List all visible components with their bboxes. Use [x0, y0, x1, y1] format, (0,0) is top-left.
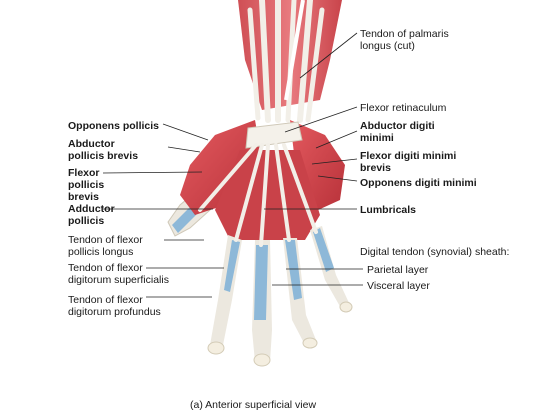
label-digital-tendon-sheath: Digital tendon (synovial) sheath:: [360, 246, 509, 258]
label-line: brevis: [360, 162, 391, 174]
label-line: Visceral layer: [367, 280, 430, 292]
label-flexor-retinaculum: Flexor retinaculum: [360, 102, 446, 114]
label-flexor-pollicis-brevis: Flexor pollicis brevis: [68, 167, 104, 203]
palm-tendons: [198, 143, 318, 247]
label-adductor-pollicis: Adductor pollicis: [68, 203, 115, 227]
leader-lines: [102, 32, 363, 298]
label-opponens-digiti-minimi: Opponens digiti minimi: [360, 177, 477, 189]
label-line: minimi: [360, 132, 394, 144]
label-line: Lumbricals: [360, 204, 417, 216]
label-line: pollicis longus: [68, 246, 134, 258]
label-abductor-digiti-minimi: Abductor digiti minimi: [360, 120, 435, 144]
palmaris-longus-tendon-cut: [284, 0, 305, 101]
label-visceral-layer: Visceral layer: [367, 280, 430, 292]
label-lumbricals: Lumbricals: [360, 204, 416, 216]
label-line: Tendon of palmaris: [360, 28, 449, 40]
finger-joints: [207, 301, 353, 367]
label-opponens-pollicis: Opponens pollicis: [68, 120, 159, 132]
label-line: longus (cut): [360, 40, 415, 52]
label-line: Adductor: [68, 203, 115, 215]
flexor-retinaculum-band: [245, 121, 303, 149]
label-line: Digital tendon (synovial) sheath:: [360, 246, 510, 258]
label-line: Flexor digiti minimi: [360, 150, 457, 162]
label-tendon-palmaris-longus: Tendon of palmaris longus (cut): [360, 28, 449, 52]
label-line: digitorum superficialis: [68, 274, 169, 286]
hypothenar-muscles: [290, 120, 345, 210]
label-parietal-layer: Parietal layer: [367, 264, 428, 276]
label-line: Abductor: [68, 138, 115, 150]
label-line: Parietal layer: [367, 264, 429, 276]
label-flexor-digiti-minimi-brevis: Flexor digiti minimi brevis: [360, 150, 456, 174]
label-line: pollicis: [68, 179, 105, 191]
label-line: Flexor retinaculum: [360, 102, 447, 114]
label-tendon-flexor-digitorum-profundus: Tendon of flexor digitorum profundus: [68, 294, 161, 318]
label-tendon-flexor-digitorum-superficialis: Tendon of flexor digitorum superficialis: [68, 262, 169, 286]
figure-caption: (a) Anterior superficial view: [190, 399, 317, 411]
label-line: Abductor digiti: [360, 120, 435, 132]
label-tendon-flexor-pollicis-longus: Tendon of flexor pollicis longus: [68, 234, 143, 258]
label-line: Opponens pollicis: [68, 120, 160, 132]
thumb-sheath: [172, 205, 198, 233]
label-line: pollicis brevis: [68, 150, 139, 162]
label-line: Tendon of flexor: [68, 234, 143, 246]
label-line: pollicis: [68, 215, 105, 227]
label-abductor-pollicis-brevis: Abductor pollicis brevis: [68, 138, 138, 162]
label-line: brevis: [68, 191, 99, 203]
label-line: Flexor: [68, 167, 100, 179]
label-line: Tendon of flexor: [68, 294, 143, 306]
label-line: digitorum profundus: [68, 306, 161, 318]
label-line: Tendon of flexor: [68, 262, 143, 274]
label-line: Opponens digiti minimi: [360, 177, 477, 189]
